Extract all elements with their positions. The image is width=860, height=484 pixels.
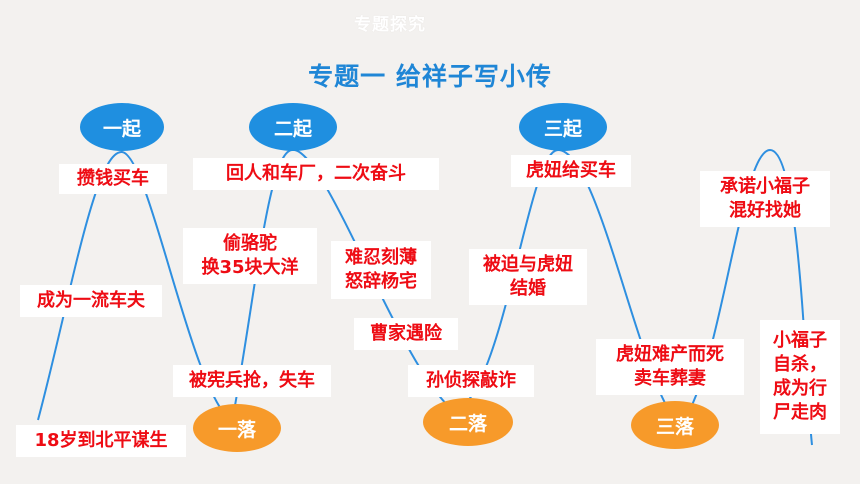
event-label: 回人和车厂，二次奋斗 bbox=[193, 158, 439, 190]
event-label: 偷骆驼 换35块大洋 bbox=[183, 228, 317, 284]
event-label: 成为一流车夫 bbox=[20, 285, 162, 317]
event-label: 虎妞给买车 bbox=[511, 155, 631, 187]
fall-node-1: 一落 bbox=[193, 404, 281, 452]
event-label: 小福子 自杀， 成为行 尸走肉 bbox=[760, 320, 840, 434]
event-label: 孙侦探敲诈 bbox=[408, 365, 534, 397]
event-label: 攒钱买车 bbox=[59, 164, 167, 194]
event-label: 承诺小福子 混好找她 bbox=[700, 171, 830, 227]
event-label: 虎妞难产而死 卖车葬妻 bbox=[596, 339, 744, 395]
rise-node-2: 二起 bbox=[249, 103, 337, 151]
section-label: 专题探究 bbox=[354, 15, 426, 35]
fall-node-3: 三落 bbox=[631, 401, 719, 449]
fall-node-2: 二落 bbox=[423, 398, 513, 446]
event-label: 被迫与虎妞 结婚 bbox=[469, 249, 587, 305]
event-label: 曹家遇险 bbox=[354, 318, 458, 350]
top-strip bbox=[0, 0, 860, 42]
event-label: 18岁到北平谋生 bbox=[16, 425, 186, 457]
event-label: 被宪兵抢，失车 bbox=[173, 365, 331, 397]
page-title: 专题一 给祥子写小传 bbox=[308, 62, 552, 91]
rise-node-1: 一起 bbox=[80, 103, 164, 151]
rise-node-3: 三起 bbox=[519, 103, 607, 151]
event-label: 难忍刻薄 怒辞杨宅 bbox=[331, 241, 431, 299]
